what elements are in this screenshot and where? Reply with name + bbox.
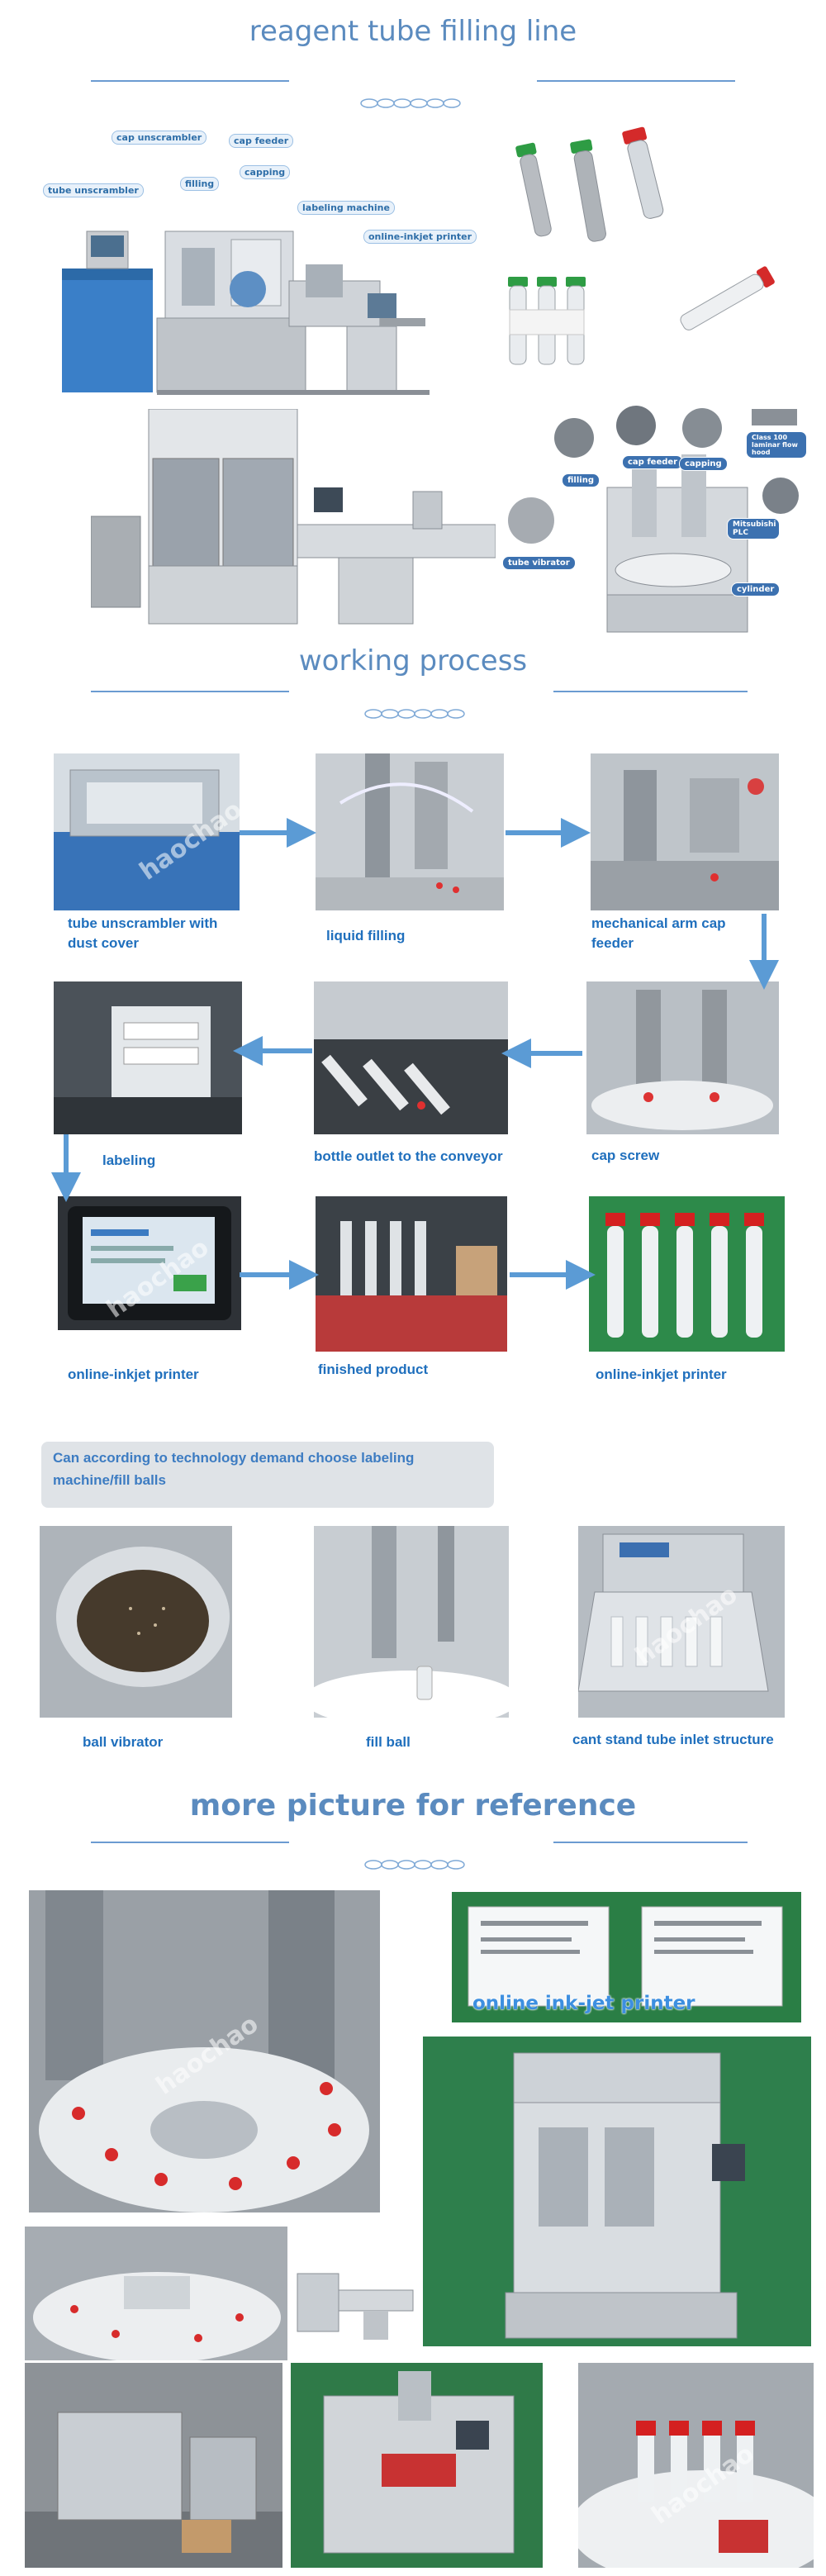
section-title-working-process: working process (298, 644, 528, 677)
decorative-chain-icon (360, 98, 461, 108)
detail-label-filling: filling (562, 473, 600, 487)
reagent-tubes-photo (496, 124, 801, 380)
process-photo-cap-feeder (591, 753, 779, 910)
process-photo-labeling (54, 981, 242, 1134)
process-photo-printed-tubes (589, 1196, 785, 1352)
process-photo-bottle-outlet (314, 981, 508, 1134)
capping-machine-detail-photo (500, 405, 818, 649)
detail-label-capping: capping (679, 457, 728, 471)
divider-left (91, 691, 289, 692)
step-caption-5: bottle outlet to the conveyor (314, 1148, 503, 1164)
label-online-inkjet-printer: online-inkjet printer (363, 230, 477, 244)
reference-photo-capped-tubes (578, 2363, 814, 2568)
label-labeling-machine: labeling machine (297, 201, 395, 215)
technology-note: Can according to technology demand choos… (41, 1442, 494, 1508)
process-photo-cap-screw (586, 981, 779, 1134)
divider-left (91, 80, 289, 82)
option-caption-2: fill ball (366, 1734, 411, 1750)
detail-label-plc: Mitsubishi PLC (727, 518, 780, 539)
reference-photo-turntable-2 (25, 2227, 287, 2360)
step-caption-6: labeling (102, 1153, 156, 1168)
label-capping: capping (240, 165, 291, 179)
divider-right (553, 691, 748, 692)
detail-label-cylinder: cylinder (731, 582, 781, 596)
reference-overlay-text: online ink-jet printer (472, 1993, 695, 2014)
option-caption-3: cant stand tube inlet structure (572, 1732, 774, 1747)
detail-label-laminar-hood: Class 100 laminar flow hood (746, 431, 807, 459)
reference-photo-small-line (289, 2241, 421, 2348)
reference-photo-branded-machine (291, 2363, 543, 2568)
reference-photo-inkjet-labels (452, 1892, 801, 2022)
step-caption-3: mechanical arm cap feeder (591, 915, 726, 951)
step-caption-7: online-inkjet printer (68, 1366, 199, 1382)
step-caption-8: finished product (318, 1362, 429, 1377)
option-photo-ball-vibrator (40, 1526, 232, 1718)
step-caption-4: cap screw (591, 1148, 660, 1163)
reference-photo-workshop (25, 2363, 282, 2568)
option-photo-tube-inlet (578, 1526, 785, 1718)
reference-photo-filling-machine (423, 2037, 811, 2346)
label-filling: filling (180, 177, 220, 191)
process-photo-tube-unscrambler (54, 753, 240, 910)
option-caption-1: ball vibrator (83, 1734, 164, 1750)
label-cap-feeder: cap feeder (229, 134, 294, 148)
step-caption-9: online-inkjet printer (596, 1366, 727, 1382)
label-tube-unscrambler: tube unscrambler (43, 183, 144, 197)
step-caption-2: liquid filling (326, 928, 406, 943)
label-cap-unscrambler: cap unscrambler (112, 131, 207, 145)
section-title-filling-line: reagent tube filling line (249, 15, 577, 48)
filling-line-photo (41, 124, 434, 405)
process-photo-inkjet-screen (58, 1196, 241, 1330)
detail-label-tube-vibrator: tube vibrator (502, 556, 576, 570)
detail-label-cap-feeder: cap feeder (622, 455, 684, 469)
decorative-chain-icon (364, 1860, 465, 1870)
step-caption-1: tube unscrambler with dust cover (68, 915, 218, 951)
process-photo-finished-product (316, 1196, 507, 1352)
divider-right (537, 80, 735, 82)
option-photo-fill-ball (314, 1526, 509, 1718)
filling-line-photo-2 (91, 409, 496, 632)
divider-right (553, 1842, 748, 1843)
reference-photo-capping-turntable (29, 1890, 380, 2212)
process-photo-liquid-filling (316, 753, 504, 910)
section-title-more-pictures: more picture for reference (189, 1789, 637, 1823)
decorative-chain-icon (364, 709, 465, 719)
divider-left (91, 1842, 289, 1843)
